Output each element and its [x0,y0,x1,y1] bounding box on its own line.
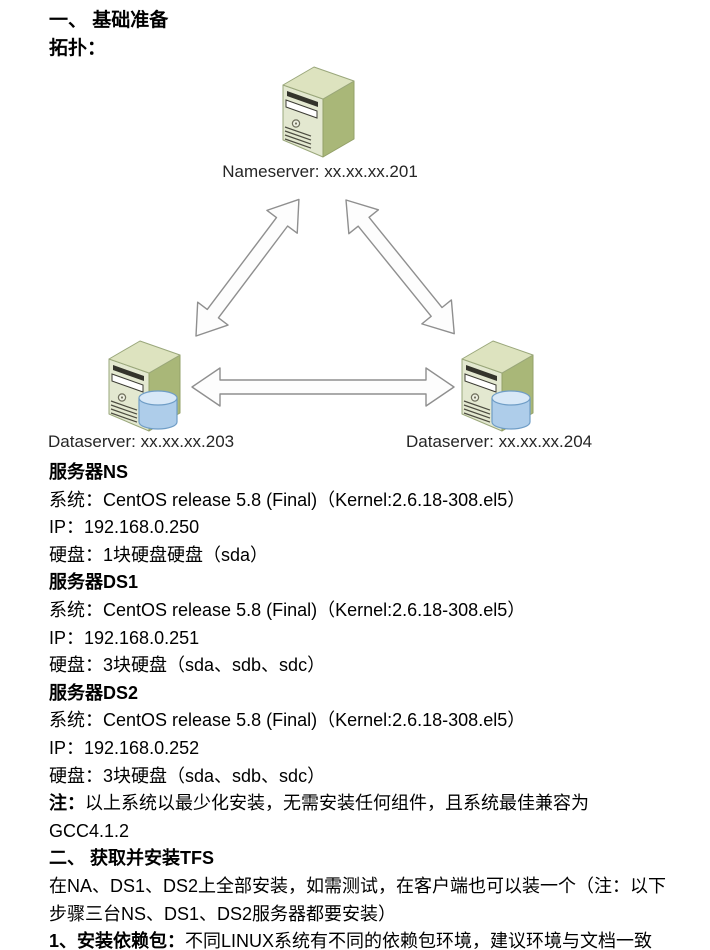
text-line-bold: 服务器DS2 [49,682,139,703]
text-line: 服务器DS2 [49,680,704,708]
text-line: 服务器DS1 [49,569,704,597]
text-line-text: 步骤三台NS、DS1、DS2服务器都要安装） [49,903,397,924]
body-text: 服务器NS 系统：CentOS release 5.8 (Final)（Kerne… [49,459,704,950]
connection-arrows [191,198,455,407]
nameserver-label: Nameserver: xx.xx.xx.201 [222,162,418,181]
text-line-text: 硬盘：3块硬盘（sda、sdb、sdc） [49,765,326,786]
text-line: 在NA、DS1、DS2上全部安装，如需测试，在客户端也可以装一个（注：以下 [49,873,704,901]
text-line-bold: 服务器NS [49,462,129,482]
text-line: IP：192.168.0.252 [49,735,704,763]
topology-label: 拓扑： [49,38,107,59]
disk-icon [491,390,531,430]
disk-icon [138,390,178,430]
text-line-text: 系统：CentOS release 5.8 (Final)（Kernel:2.6… [49,710,526,731]
text-line: 1、安装依赖包：不同LINUX系统有不同的依赖包环境，建议环境与文档一致 [49,928,704,950]
arrow-ns-ds1 [195,198,300,337]
text-line: 硬盘：3块硬盘（sda、sdb、sdc） [49,763,704,791]
text-line-text: 硬盘：3块硬盘（sda、sdb、sdc） [49,655,326,676]
arrow-ns-ds2 [345,199,455,335]
text-line-text: IP：192.168.0.252 [49,737,200,758]
arrow-ds1-ds2 [191,367,455,407]
text-line: IP：192.168.0.251 [49,625,704,653]
text-line: 服务器NS [49,459,704,487]
text-line: 系统：CentOS release 5.8 (Final)（Kernel:2.6… [49,707,704,735]
text-line: 步骤三台NS、DS1、DS2服务器都要安装） [49,901,704,929]
text-line: 二、 获取并安装TFS [49,845,704,873]
text-line: 硬盘：1块硬盘硬盘（sda） [49,542,704,570]
text-line: GCC4.1.2 [49,818,704,846]
dataserver1-icon [108,340,181,432]
text-line-bold: 1、安装依赖包： [49,931,186,950]
section-heading-basic-prep: 一、 基础准备 [49,10,169,31]
text-line-text: IP：192.168.0.250 [49,517,200,538]
text-line-bold: 二、 获取并安装TFS [49,848,214,869]
text-line-text: 不同LINUX系统有不同的依赖包环境，建议环境与文档一致 [185,931,653,950]
text-line: 硬盘：3块硬盘（sda、sdb、sdc） [49,652,704,680]
text-line-text: GCC4.1.2 [49,820,130,841]
text-line-text: 以上系统以最少化安装，无需安装任何组件，且系统最佳兼容为 [85,793,589,814]
text-line-text: 系统：CentOS release 5.8 (Final)（Kernel:2.6… [49,599,526,620]
text-line-text: 在NA、DS1、DS2上全部安装，如需测试，在客户端也可以装一个（注：以下 [49,875,667,896]
text-line: IP：192.168.0.250 [49,514,704,542]
text-line: 系统：CentOS release 5.8 (Final)（Kernel:2.6… [49,597,704,625]
dataserver2-label: Dataserver: xx.xx.xx.204 [406,432,593,451]
text-line-bold: 服务器DS1 [49,572,139,593]
dataserver2-icon [461,340,534,432]
text-line-text: 硬盘：1块硬盘硬盘（sda） [49,544,269,565]
text-line-text: 系统：CentOS release 5.8 (Final)（Kernel:2.6… [49,489,526,510]
topology-diagram: Nameserver: xx.xx.xx.201 Dataserver: xx.… [0,58,710,458]
text-line: 系统：CentOS release 5.8 (Final)（Kernel:2.6… [49,487,704,515]
nameserver-icon [282,66,355,158]
text-line: 注：以上系统以最少化安装，无需安装任何组件，且系统最佳兼容为 [49,790,704,818]
text-line-bold: 注： [49,793,85,814]
dataserver1-label: Dataserver: xx.xx.xx.203 [48,432,235,451]
text-line-text: IP：192.168.0.251 [49,627,200,648]
